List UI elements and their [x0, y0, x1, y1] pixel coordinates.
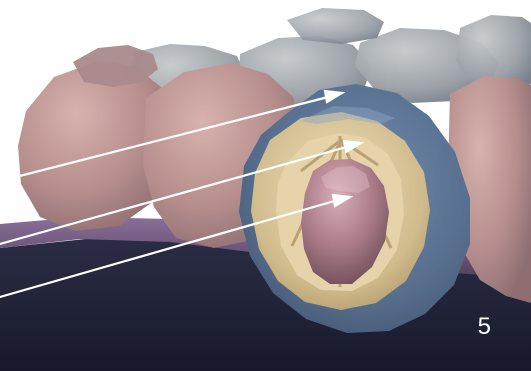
figure-number: 5 [478, 315, 491, 339]
